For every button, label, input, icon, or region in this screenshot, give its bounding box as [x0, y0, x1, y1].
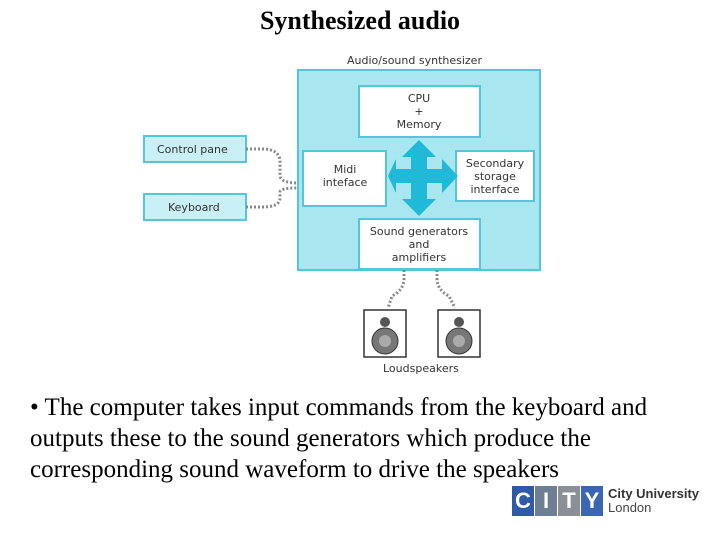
loudspeakers-caption: Loudspeakers [383, 362, 459, 375]
slide-title: Synthesized audio [259, 6, 461, 35]
left-speaker-cable [386, 270, 406, 309]
cpu-line-2: + [414, 105, 423, 118]
midi-line-1: Midi [334, 163, 357, 176]
logo-letter-c: C [512, 486, 534, 516]
bullet-text: • The computer takes input commands from… [30, 394, 648, 483]
control-panel-box [143, 135, 247, 163]
logo-line-2: London [608, 500, 652, 515]
keyboard-connector [246, 186, 299, 209]
logo-wordmark: City University London [608, 487, 699, 515]
cpu-memory-box [358, 85, 481, 138]
control-panel-connector [246, 147, 299, 185]
keyboard-box [143, 193, 247, 221]
logo-letter-y: Y [581, 486, 603, 516]
city-university-logo: C I T Y City University London [512, 486, 712, 520]
synthesizer-diagram: Audio/sound synthesizer Control pane Key… [143, 54, 541, 375]
synthesizer-caption: Audio/sound synthesizer [347, 54, 482, 67]
keyboard-label: Keyboard [168, 201, 220, 214]
midi-line-2: inteface [323, 176, 368, 189]
logo-line-1: City University [608, 486, 700, 501]
right-speaker-icon [437, 309, 481, 358]
left-speaker-icon [363, 309, 407, 358]
right-speaker-cable [435, 270, 457, 309]
four-way-arrow-icon [388, 140, 458, 216]
secondary-line-2: storage [474, 170, 516, 183]
sound-line-2: and [409, 238, 430, 251]
logo-letter-t: T [558, 486, 580, 516]
secondary-line-3: interface [470, 183, 519, 196]
cpu-line-3: Memory [397, 118, 442, 131]
cpu-line-1: CPU [408, 92, 430, 105]
sound-line-3: amplifiers [392, 251, 447, 264]
sound-line-1: Sound generators [370, 225, 468, 238]
secondary-line-1: Secondary [466, 157, 525, 170]
secondary-storage-box [455, 150, 535, 202]
sound-generators-box [358, 218, 481, 270]
logo-letter-i: I [535, 486, 557, 516]
midi-interface-box [302, 150, 387, 207]
control-panel-label: Control pane [157, 143, 228, 156]
